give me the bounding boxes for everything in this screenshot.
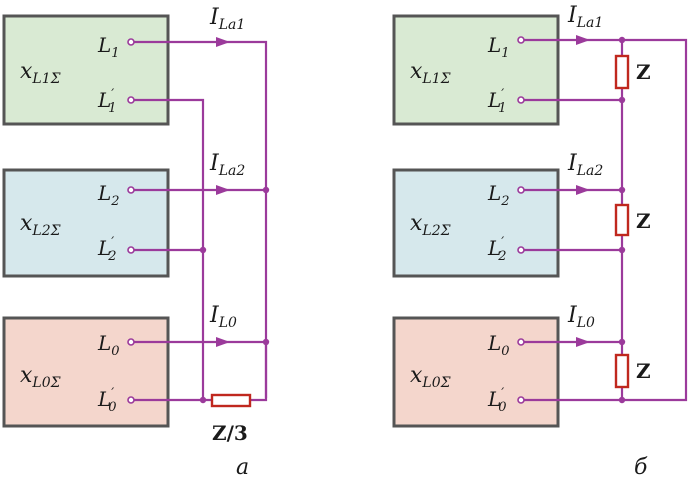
current-label-i0-a: IL0 (209, 303, 237, 331)
junction-a-1 (263, 187, 269, 193)
arrow-i2-b (576, 185, 590, 195)
terminal-l0-a (128, 339, 134, 345)
junction-b-4 (619, 247, 625, 253)
resistor-label-z-third: Z/3 (212, 421, 248, 445)
wire-z3-return-a (250, 340, 266, 400)
terminal-l1-b (518, 37, 524, 43)
current-label-i1-a: ILa1 (209, 5, 245, 33)
junction-a-3 (200, 247, 206, 253)
junction-b-1 (619, 37, 625, 43)
junction-a-4 (200, 397, 206, 403)
resistor-z-2 (616, 205, 628, 235)
junction-b-2 (619, 97, 625, 103)
junction-b-3 (619, 187, 625, 193)
arrow-i2-a (216, 185, 230, 195)
current-label-i0-b: IL0 (567, 303, 595, 331)
terminal-label-l0p-a: L′0 (97, 386, 117, 415)
terminal-l0p-a (128, 397, 134, 403)
resistor-z-1 (616, 56, 628, 88)
current-label-i2-b: ILa2 (567, 151, 603, 179)
terminal-label-l0p-b: L′0 (487, 386, 507, 415)
terminal-l0-b (518, 339, 524, 345)
terminal-l0p-b (518, 397, 524, 403)
panel-label-a: a (236, 455, 249, 480)
arrow-i1-a (216, 37, 230, 47)
terminal-label-l2p-b: L′2 (487, 235, 507, 264)
resistor-label-z-1: Z (636, 60, 651, 84)
terminal-l1p-a (128, 97, 134, 103)
terminal-l2p-a (128, 247, 134, 253)
junction-a-2 (263, 339, 269, 345)
resistor-label-z-2: Z (636, 209, 651, 233)
arrow-i1-b (576, 35, 590, 45)
terminal-label-l1p-a: L′1 (97, 87, 117, 116)
junction-b-6 (619, 397, 625, 403)
resistor-label-z-3: Z (636, 359, 651, 383)
junction-b-5 (619, 339, 625, 345)
arrow-i0-b (576, 337, 590, 347)
terminal-l1p-b (518, 97, 524, 103)
resistor-z-3 (616, 355, 628, 387)
terminal-l2p-b (518, 247, 524, 253)
terminal-l2-b (518, 187, 524, 193)
terminal-label-l1p-b: L′1 (487, 87, 507, 116)
terminal-l1-a (128, 39, 134, 45)
terminal-label-l2p-a: L′2 (97, 235, 117, 264)
current-label-i2-a: ILa2 (209, 151, 245, 179)
arrow-i0-a (216, 337, 230, 347)
panel-b: xL1Σ xL2Σ xL0Σ L1 L′1 L2 L′2 L0 L′0 Z Z … (394, 3, 686, 480)
terminal-l2-a (128, 187, 134, 193)
panel-label-b: б (634, 455, 648, 480)
resistor-z-third (212, 395, 250, 406)
current-label-i1-b: ILa1 (567, 3, 603, 31)
panel-a: xL1Σ xL2Σ xL0Σ L1 L′1 L2 L′2 L0 L′0 Z/3 … (4, 5, 269, 480)
